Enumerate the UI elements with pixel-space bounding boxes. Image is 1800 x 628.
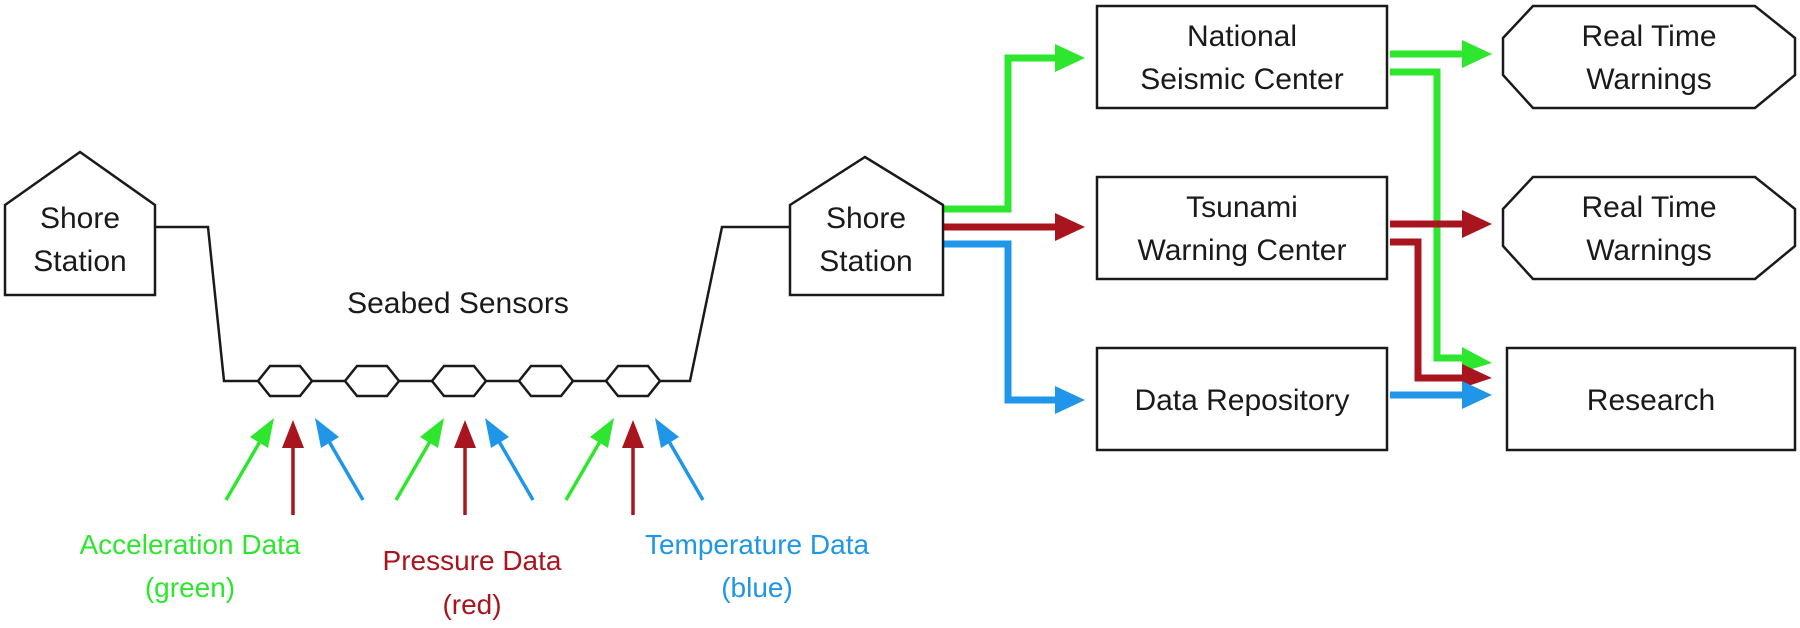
acceleration-arrowhead-1 bbox=[250, 418, 274, 448]
legend-pressure-line1: Pressure Data bbox=[383, 545, 562, 576]
national-seismic-center-line2: Seismic Center bbox=[1140, 63, 1343, 96]
green-flow-to-seismic bbox=[943, 54, 1060, 213]
pressure-arrowhead-3 bbox=[622, 420, 644, 448]
tsunami-warning-center-line1: Tsunami bbox=[1186, 191, 1298, 224]
data-repository-label: Data Repository bbox=[1134, 384, 1349, 417]
temperature-arrow-2 bbox=[495, 437, 535, 501]
green-flow-to-research bbox=[1390, 68, 1465, 362]
red-arrowhead-warnings bbox=[1462, 210, 1492, 238]
tsunami-warning-center-line2: Warning Center bbox=[1138, 234, 1347, 267]
temperature-arrow-1 bbox=[325, 437, 365, 501]
shore-station-left-line1: Shore bbox=[40, 202, 120, 235]
temperature-arrow-3 bbox=[665, 437, 705, 501]
acceleration-arrowhead-2 bbox=[420, 418, 444, 448]
acceleration-arrow-2 bbox=[394, 437, 434, 501]
blue-arrowhead-repository bbox=[1055, 386, 1085, 414]
sensor-input-arrows bbox=[224, 418, 705, 515]
green-arrowhead-research bbox=[1462, 347, 1492, 372]
blue-arrowhead-research bbox=[1462, 381, 1492, 409]
legend-acceleration-line2: (green) bbox=[145, 572, 235, 603]
pressure-arrowhead-2 bbox=[454, 420, 476, 448]
sensor-node-5 bbox=[604, 364, 662, 398]
red-arrowhead-research bbox=[1462, 364, 1492, 388]
real-time-warnings-2-line2: Warnings bbox=[1586, 234, 1712, 267]
research-box: Research bbox=[1505, 346, 1797, 452]
national-seismic-center-line1: National bbox=[1187, 20, 1297, 53]
seabed-sensors-label: Seabed Sensors bbox=[347, 287, 569, 320]
research-label: Research bbox=[1587, 384, 1715, 417]
real-time-warnings-2-line1: Real Time bbox=[1581, 191, 1716, 224]
data-repository-box: Data Repository bbox=[1095, 346, 1389, 452]
green-arrowhead-seismic bbox=[1055, 44, 1085, 72]
temperature-arrowhead-1 bbox=[315, 418, 339, 448]
national-seismic-center-box: National Seismic Center bbox=[1095, 4, 1389, 110]
green-arrowhead-warnings bbox=[1462, 40, 1492, 68]
tsunami-warning-center-box: Tsunami Warning Center bbox=[1095, 175, 1389, 281]
temperature-arrowhead-3 bbox=[655, 418, 679, 448]
legend-temperature-line2: (blue) bbox=[721, 572, 793, 603]
shore-station-right-line1: Shore bbox=[826, 202, 906, 235]
data-flows bbox=[943, 40, 1492, 414]
red-arrowhead-tsunami bbox=[1055, 213, 1085, 241]
shore-station-right-line2: Station bbox=[819, 245, 912, 278]
blue-flow-to-repository bbox=[943, 240, 1060, 404]
legend-acceleration-line1: Acceleration Data bbox=[79, 529, 300, 560]
shore-station-left-line2: Station bbox=[33, 245, 126, 278]
real-time-warnings-1-line1: Real Time bbox=[1581, 20, 1716, 53]
legend-temperature-line1: Temperature Data bbox=[645, 529, 870, 560]
legend-pressure-line2: (red) bbox=[442, 589, 501, 620]
sensor-node-3 bbox=[430, 364, 488, 398]
seabed-sensors bbox=[256, 364, 662, 398]
sensor-node-2 bbox=[343, 364, 401, 398]
acceleration-arrow-3 bbox=[564, 437, 604, 501]
sensor-node-4 bbox=[517, 364, 575, 398]
real-time-warnings-1-line2: Warnings bbox=[1586, 63, 1712, 96]
sensor-node-1 bbox=[256, 364, 314, 398]
shore-station-right: Shore Station bbox=[788, 155, 945, 297]
real-time-warnings-box-1: Real Time Warnings bbox=[1501, 4, 1797, 110]
red-flow-to-research bbox=[1390, 238, 1465, 382]
legend: Acceleration Data (green) Pressure Data … bbox=[79, 529, 869, 620]
acceleration-arrow-1 bbox=[224, 437, 264, 501]
acceleration-arrowhead-3 bbox=[590, 418, 614, 448]
real-time-warnings-box-2: Real Time Warnings bbox=[1501, 175, 1797, 281]
pressure-arrowhead-1 bbox=[282, 420, 304, 448]
temperature-arrowhead-2 bbox=[485, 418, 509, 448]
shore-station-left: Shore Station bbox=[3, 150, 157, 297]
